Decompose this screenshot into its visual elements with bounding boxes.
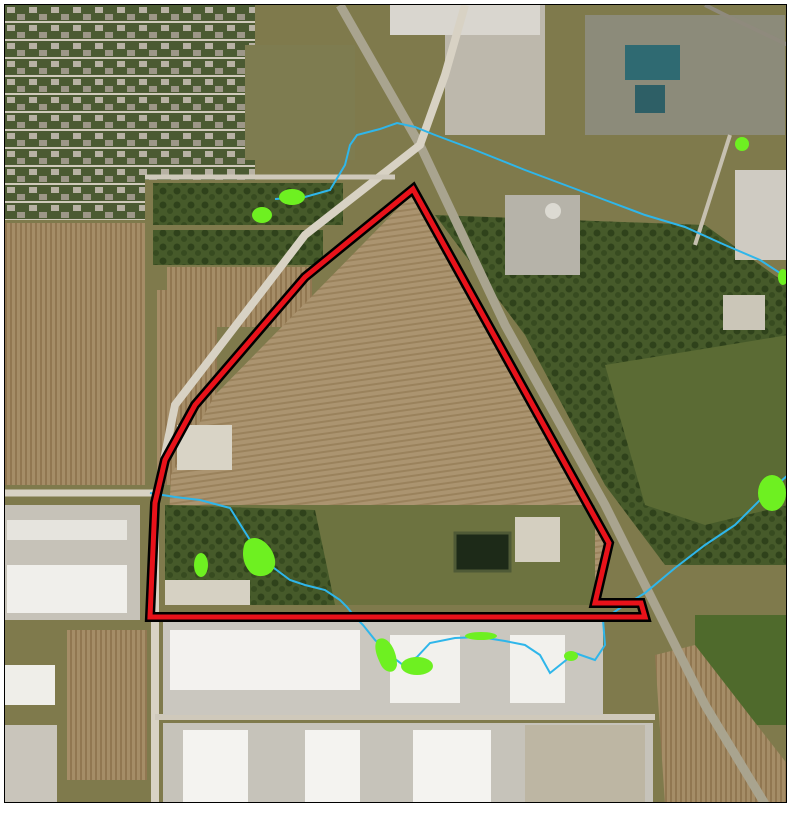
open-grass-lot: [245, 45, 355, 160]
warehouse-west-2: [7, 520, 127, 540]
parcel-crop-field: [165, 193, 605, 603]
treatment-pond-2: [635, 85, 665, 113]
warehouse-west-1: [7, 565, 127, 613]
parcel-cleared-pad: [165, 580, 250, 605]
wetland-south-2: [401, 657, 433, 675]
wetland-north-1: [279, 189, 305, 205]
pasture-east: [605, 335, 786, 525]
wetland-ne: [735, 137, 749, 151]
wetland-parcel-2: [243, 538, 276, 577]
property-boundary[interactable]: [147, 185, 649, 620]
wetland-east-1: [758, 475, 786, 511]
parcel-gravel-pad: [515, 517, 560, 562]
warehouse-south-1: [170, 630, 360, 690]
field-sw: [67, 630, 147, 780]
wetland-north-2: [252, 207, 272, 223]
map-frame[interactable]: [4, 4, 787, 803]
lot-lower-east: [525, 725, 645, 802]
storage-tank: [545, 203, 561, 219]
service-road: [693, 134, 732, 246]
parcel-clearing-west: [177, 425, 232, 470]
warehouse-lower-1: [183, 730, 248, 802]
aerial-map[interactable]: [5, 5, 787, 803]
tank-site: [505, 195, 580, 275]
pad-east: [723, 295, 765, 330]
wetland-south-4: [564, 651, 578, 661]
woodland-strip-1: [153, 183, 343, 225]
wetland-east-2: [778, 269, 786, 285]
warehouse-lower-2: [305, 730, 360, 802]
wetland-south-1: [375, 638, 397, 672]
residential-area: [5, 5, 255, 180]
farm-field-west: [5, 223, 145, 485]
treatment-plant: [585, 15, 785, 135]
warehouse-lower-3: [413, 730, 491, 802]
stream-north: [274, 121, 786, 284]
detention-pond: [453, 531, 512, 573]
industrial-east: [735, 170, 786, 260]
warehouse-south-3: [510, 635, 565, 703]
wetland-south-3: [465, 632, 497, 640]
treatment-pond-1: [625, 45, 680, 80]
warehouse-sw: [5, 665, 55, 705]
lot-sw: [5, 725, 57, 802]
residential-strip: [5, 180, 145, 220]
highway-diagonal: [336, 5, 769, 802]
railroad: [704, 5, 786, 47]
wetland-parcel-1: [194, 553, 208, 577]
